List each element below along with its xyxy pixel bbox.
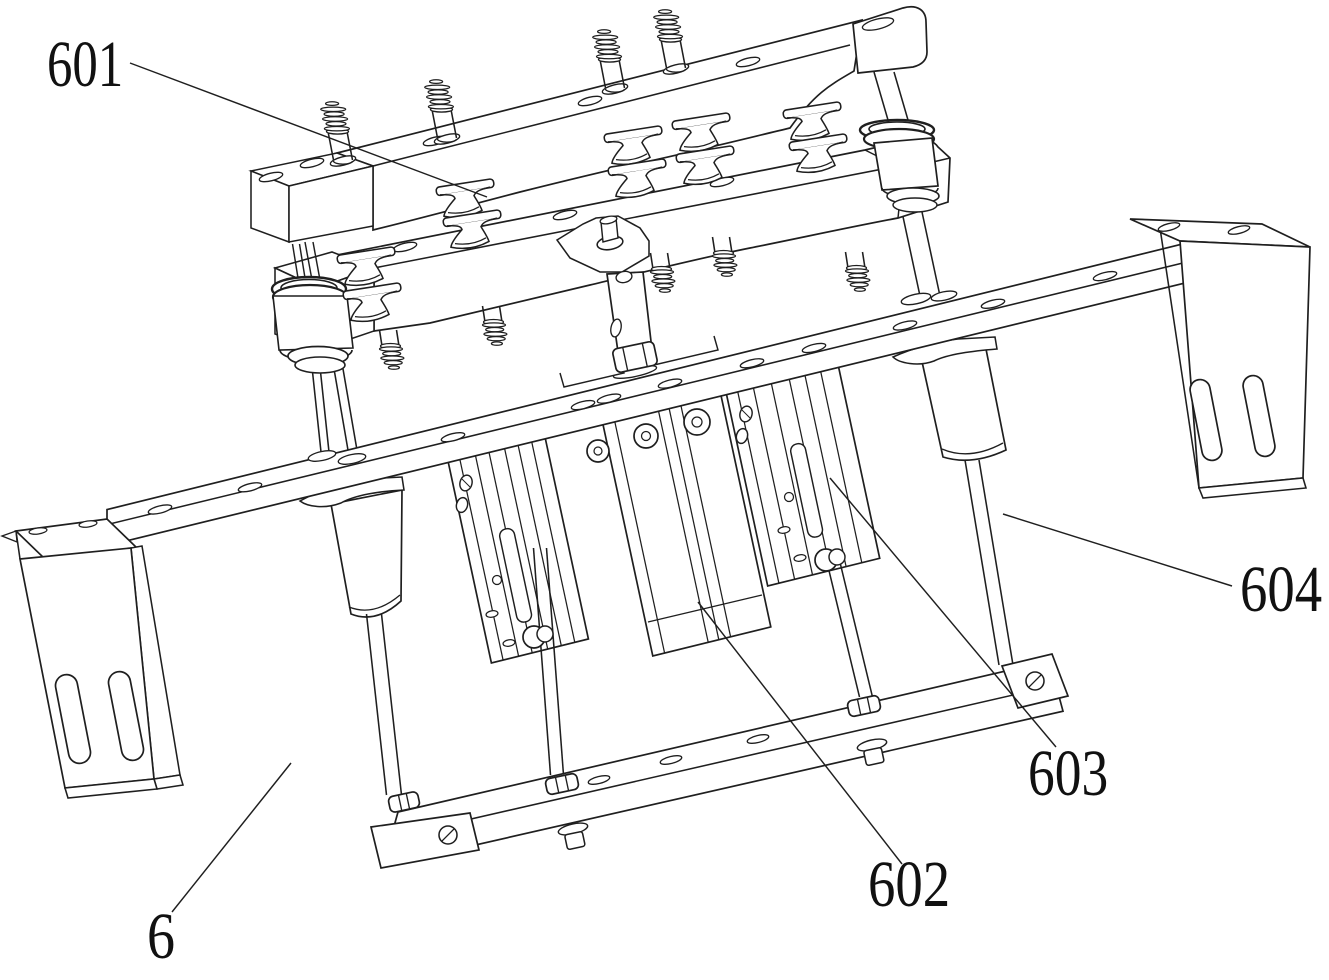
svg-text:601: 601	[47, 28, 123, 101]
svg-text:6: 6	[147, 900, 175, 973]
svg-text:603: 603	[1028, 736, 1108, 810]
svg-text:602: 602	[868, 848, 950, 921]
svg-text:604: 604	[1240, 553, 1322, 626]
